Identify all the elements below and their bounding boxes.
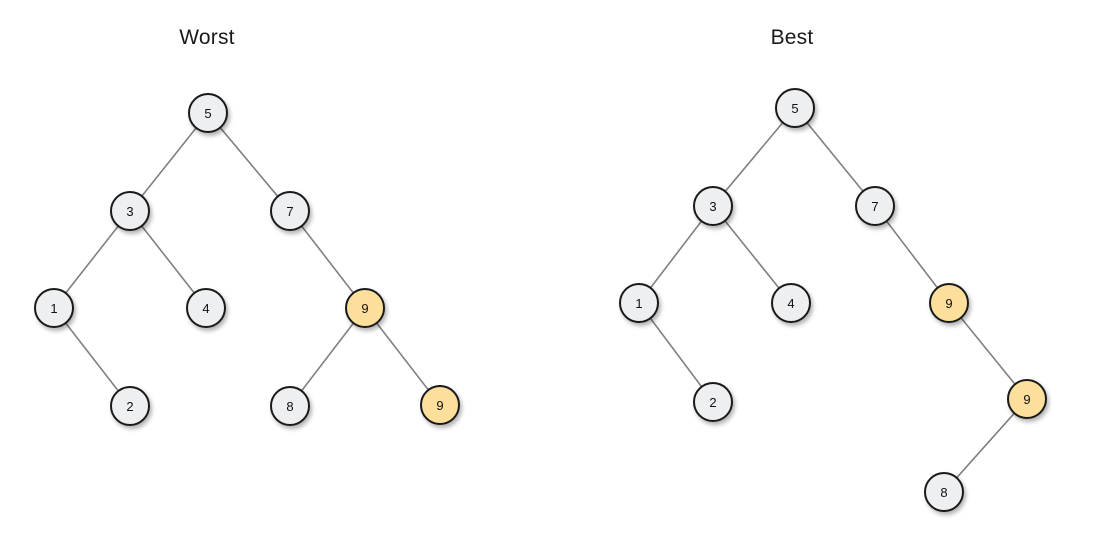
tree-node[interactable]: 4 (186, 288, 226, 328)
tree-node-label: 1 (50, 300, 58, 316)
tree-node[interactable]: 4 (771, 283, 811, 323)
tree-node[interactable]: 5 (775, 88, 815, 128)
tree-node[interactable]: 9 (420, 385, 460, 425)
tree-node[interactable]: 7 (855, 186, 895, 226)
tree-node[interactable]: 5 (188, 93, 228, 133)
tree-node-label: 2 (126, 398, 134, 414)
tree-node[interactable]: 1 (34, 288, 74, 328)
tree-node[interactable]: 9 (929, 283, 969, 323)
tree-node-label: 4 (787, 295, 795, 311)
tree-node-label: 5 (791, 100, 799, 116)
tree-node-label: 9 (436, 397, 444, 413)
tree-node-label: 8 (940, 484, 948, 500)
tree-edge (300, 322, 355, 392)
tree-edge (375, 322, 430, 391)
tree-node[interactable]: 2 (110, 386, 150, 426)
tree-node[interactable]: 9 (345, 288, 385, 328)
tree-edge (649, 317, 703, 388)
tree-edge (140, 225, 196, 294)
tree-node-label: 7 (871, 198, 879, 214)
tree-edge (955, 412, 1016, 479)
tree-node[interactable]: 7 (270, 191, 310, 231)
tree-node[interactable]: 3 (693, 186, 733, 226)
tree-edge (300, 225, 355, 294)
tree-node[interactable]: 9 (1007, 379, 1047, 419)
tree-node[interactable]: 8 (924, 472, 964, 512)
tree-edge (724, 121, 784, 193)
tree-node[interactable]: 1 (619, 283, 659, 323)
tree-node-label: 9 (361, 300, 369, 316)
tree-edge (219, 126, 279, 198)
tree-title-best: Best (770, 26, 814, 49)
tree-node-label: 2 (709, 394, 717, 410)
tree-node-label: 3 (709, 198, 717, 214)
tree-edge (64, 225, 120, 294)
tree-node[interactable]: 2 (693, 382, 733, 422)
tree-edge (885, 220, 939, 289)
tree-node[interactable]: 8 (270, 386, 310, 426)
tree-edge (806, 121, 864, 193)
tree-node-label: 9 (1023, 391, 1031, 407)
tree-node-label: 7 (286, 203, 294, 219)
tree-title-worst: Worst (179, 26, 235, 49)
tree-node-label: 5 (204, 105, 212, 121)
tree-edge (960, 316, 1016, 386)
tree-node[interactable]: 3 (110, 191, 150, 231)
tree-edge (649, 220, 703, 289)
tree-edge (141, 127, 197, 197)
tree-node-label: 3 (126, 203, 134, 219)
tree-edge (724, 220, 780, 289)
tree-node-label: 1 (635, 295, 643, 311)
tree-edge (64, 322, 120, 392)
tree-node-label: 8 (286, 398, 294, 414)
tree-node-label: 9 (945, 295, 953, 311)
tree-node-label: 4 (202, 300, 210, 316)
